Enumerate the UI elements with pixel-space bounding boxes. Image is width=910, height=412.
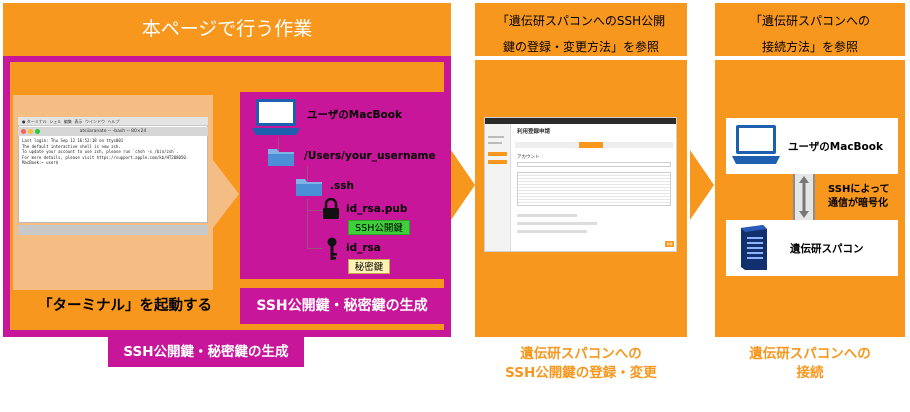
arrow-right-icon: [451, 150, 475, 220]
registration-webpage-screenshot: 利用登録申請 アカウント 登録: [484, 117, 677, 252]
bidirectional-arrow-icon: [799, 176, 809, 218]
web-section: アカウント: [517, 155, 540, 160]
terminal-line: For more details, please visit https://s…: [22, 154, 189, 160]
web-input: [517, 162, 671, 167]
panel2-header: 「遺伝研スパコンへのSSH公開 鍵の登録・変更方法」を参照: [475, 3, 687, 56]
terminal-body: Last login: Thu Sep 12 16:52:18 on ttys0…: [22, 138, 204, 218]
private-key-badge: 秘密鍵: [348, 259, 390, 274]
server-icon: [741, 225, 767, 270]
keygen-label: SSH公開鍵・秘密鍵の生成: [240, 288, 444, 324]
web-key-textarea: [517, 172, 671, 206]
panel2-bottom-label: 遺伝研スパコンへの SSH公開鍵の登録・変更: [475, 345, 687, 385]
panel3-bottom-line: 接続: [796, 365, 824, 381]
folder-icon: [296, 179, 322, 196]
public-key-file-label: id_rsa.pub: [346, 203, 408, 215]
supercomputer-label: 遺伝研スパコン: [790, 243, 864, 255]
web-step-active: [579, 142, 603, 148]
home-dir-label: /Users/your_username: [304, 150, 436, 162]
sidebar-item: [488, 160, 507, 164]
terminal-line: MacBook:~ user$: [22, 160, 59, 165]
terminal-line: To update your account to use zsh, pleas…: [22, 149, 179, 154]
menu-item: 編集: [63, 119, 72, 124]
terminal-line: The default interactive shell is now zsh…: [22, 143, 121, 149]
user-macbook-label: ユーザのMacBook: [788, 141, 883, 153]
terminal-line: Last login: Thu Sep 12 16:52:18 on ttys0…: [22, 138, 124, 143]
apple-icon: ●: [22, 119, 26, 124]
menu-item: 表示: [74, 119, 83, 124]
panel1-bottom-label: SSH公開鍵・秘密鍵の生成: [108, 337, 304, 367]
user-macbook-label: ユーザのMacBook: [307, 109, 402, 121]
panel2-bottom-line: SSH公開鍵の登録・変更: [505, 365, 657, 381]
folder-icon: [268, 149, 294, 166]
encryption-note-line: SSHによって: [828, 184, 890, 195]
web-submit-button: 登録: [665, 241, 674, 247]
encryption-note: SSHによって 通信が暗号化: [828, 183, 890, 211]
web-steps: [515, 142, 673, 148]
minimize-dot-icon: [28, 129, 33, 134]
panel2-bottom-line: 遺伝研スパコンへの: [520, 346, 642, 362]
panel3-bottom-line: 遺伝研スパコンへの: [749, 346, 871, 362]
terminal-step-label: 「ターミナル」を起動する: [38, 298, 212, 314]
tree-line: [278, 137, 279, 161]
sidebar-item: [488, 142, 502, 144]
key-icon: [327, 237, 337, 260]
web-field: [517, 230, 587, 233]
tree-line: [307, 248, 323, 249]
sidebar-item: [488, 152, 507, 156]
tree-line: [307, 199, 308, 248]
panel1-header: 本ページで行う作業: [3, 3, 451, 56]
encryption-note-line: 通信が暗号化: [828, 198, 888, 209]
lock-icon: [323, 198, 339, 219]
panel3-bottom-label: 遺伝研スパコンへの 接続: [715, 345, 905, 385]
private-key-file-label: id_rsa: [346, 242, 381, 254]
terminal-titlebar: atsiiaranate -- -bash -- 80×24: [18, 127, 208, 136]
menu-item: シェル: [49, 119, 62, 124]
panel1-header-text: 本ページで行う作業: [141, 18, 313, 40]
menu-item: ヘルプ: [107, 119, 120, 124]
web-sidebar: [485, 124, 511, 251]
panel2-header-line: 鍵の登録・変更方法」を参照: [502, 40, 659, 54]
panel3-header-line: 「遺伝研スパコンへの: [749, 14, 870, 28]
web-field: [517, 222, 597, 225]
zoom-dot-icon: [35, 129, 40, 134]
panel3-header: 「遺伝研スパコンへの 接続方法」を参照: [715, 3, 905, 56]
web-title: 利用登録申請: [517, 129, 551, 135]
menu-item: ウインドウ: [84, 119, 105, 124]
web-field: [517, 214, 577, 217]
ssh-dir-label: .ssh: [330, 180, 354, 192]
web-topbar: [485, 118, 676, 124]
tree-line: [307, 210, 323, 211]
menu-item: ターミナル: [26, 119, 47, 124]
panel2-header-line: 「遺伝研スパコンへのSSH公開: [496, 14, 666, 28]
laptop-icon: [732, 125, 780, 164]
sidebar-item: [488, 136, 504, 138]
panel3-header-line: 接続方法」を参照: [761, 40, 858, 54]
arrow-right-icon: [690, 150, 714, 220]
laptop-icon: [252, 99, 300, 135]
arrow-right-icon: [213, 160, 239, 228]
dock: [18, 225, 208, 235]
close-dot-icon: [21, 129, 26, 134]
public-key-badge: SSH公開鍵: [348, 220, 410, 235]
tree-line: [307, 166, 308, 182]
terminal-menubar: ● ターミナル シェル 編集 表示 ウインドウ ヘルプ: [18, 117, 208, 126]
